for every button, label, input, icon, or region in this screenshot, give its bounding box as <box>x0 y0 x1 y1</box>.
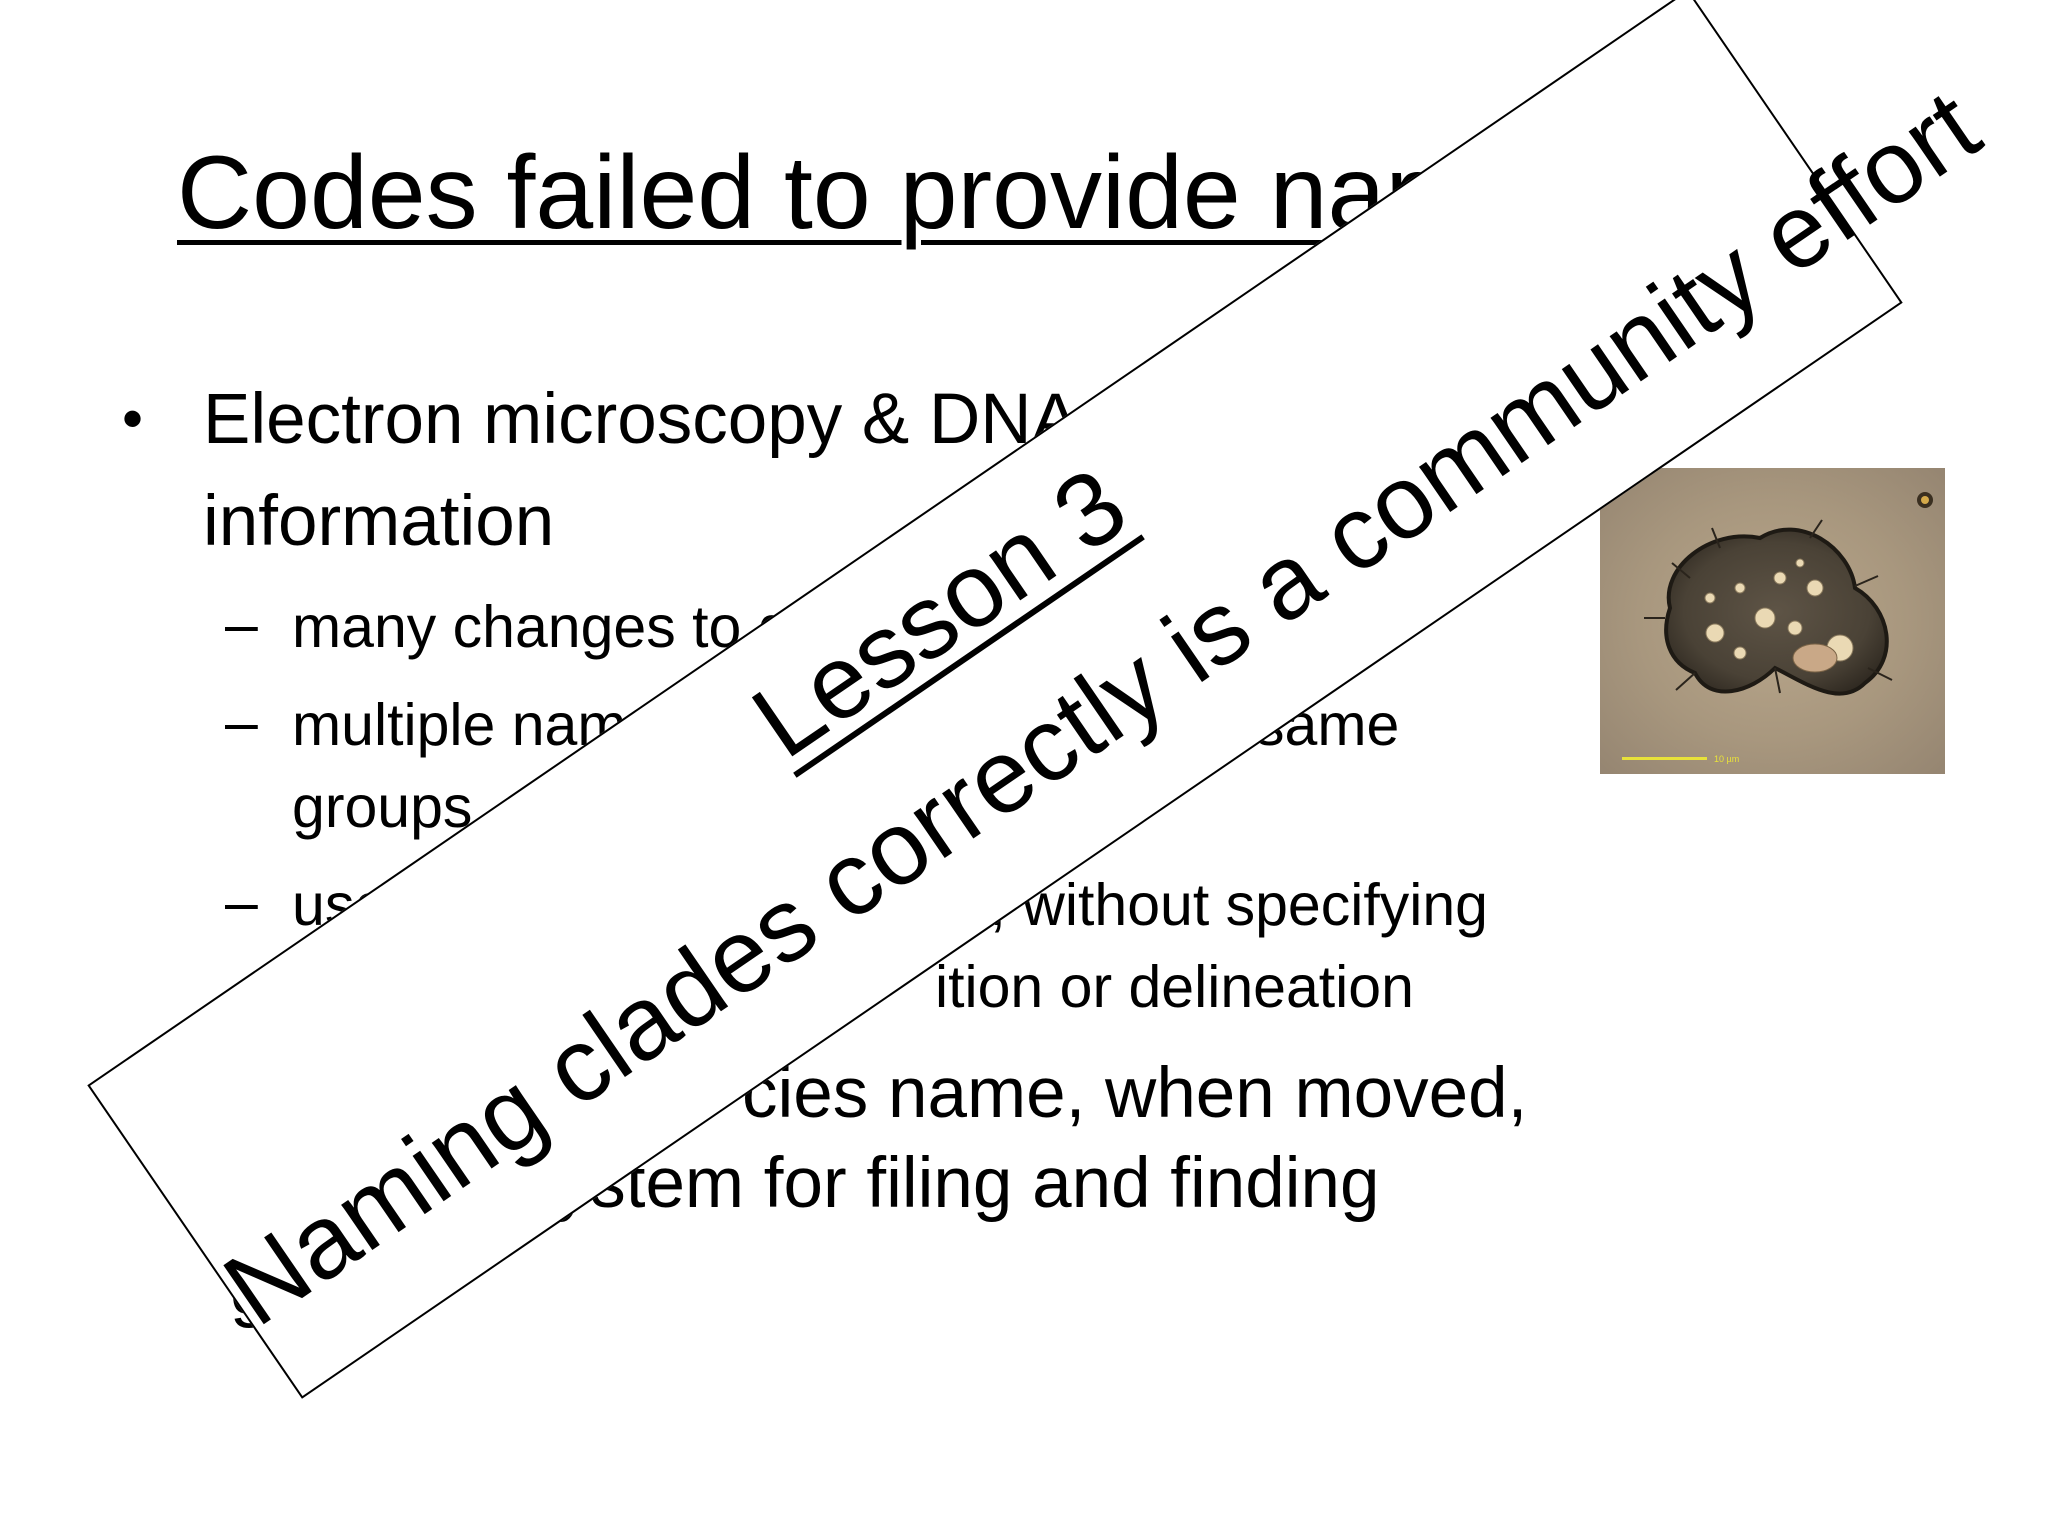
bullet-2-line-1: cies name, when moved, <box>742 1054 1528 1133</box>
dash-mark: – <box>225 591 258 657</box>
scale-label: 10 µm <box>1714 754 1739 764</box>
amoeba-micrograph: 10 µm <box>1600 468 1945 774</box>
sub-bullet-3-line-2: ition or delineation <box>935 954 1414 1020</box>
bullet-1-line-2: information <box>203 482 555 561</box>
dash-mark: – <box>225 869 258 935</box>
sub-bullet-2-line-2: groups <box>292 774 473 840</box>
bullet-mark: • <box>122 385 144 452</box>
dash-mark: – <box>225 689 258 755</box>
amoeba-illustration: 10 µm <box>1622 492 1933 764</box>
bullet-1-line-1: Electron microscopy & DNA s <box>203 380 1131 459</box>
